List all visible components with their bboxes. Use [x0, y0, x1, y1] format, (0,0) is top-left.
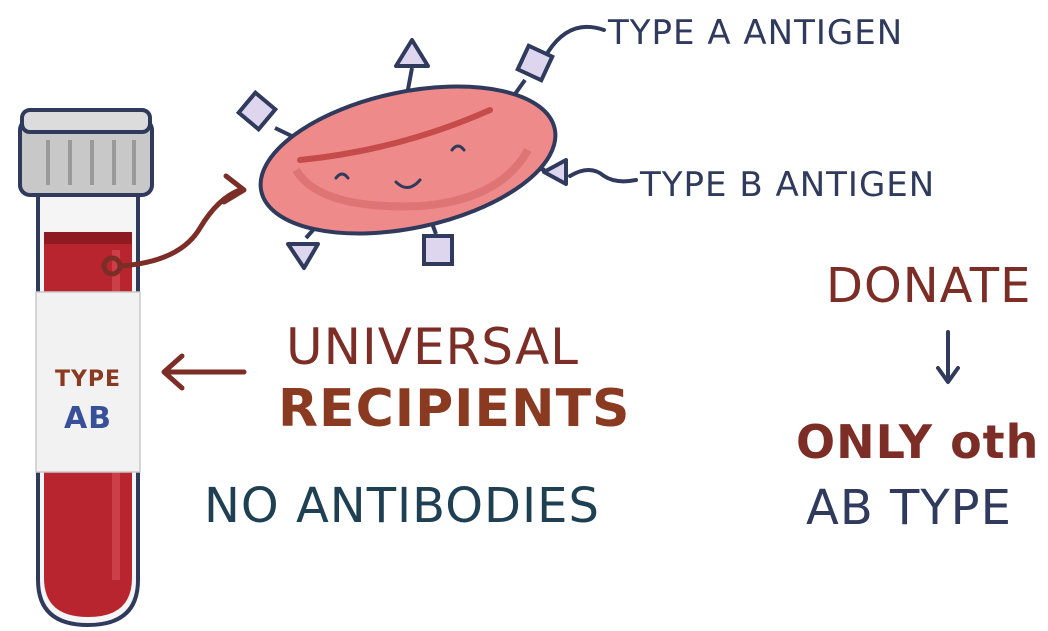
- no-antibodies-label: NO ANTIBODIES: [204, 478, 600, 534]
- ab-type-label: AB TYPE: [806, 480, 1012, 536]
- type-a-antigen-label: TYPE A ANTIGEN: [607, 13, 903, 53]
- recipients-label: RECIPIENTS: [278, 379, 631, 439]
- universal-recipient-arrow: [164, 356, 244, 388]
- type-b-antigen-label: TYPE B ANTIGEN: [639, 165, 935, 205]
- tube-label-ab: AB: [64, 401, 112, 436]
- tube-cap: [20, 110, 152, 195]
- antigen-b-top: [396, 40, 428, 66]
- donate-down-arrow: [938, 332, 958, 382]
- only-other-label: ONLY oth: [796, 415, 1039, 469]
- antigen-a-bottom: [424, 236, 452, 264]
- antigen-a-left: [239, 93, 276, 130]
- red-blood-cell: [239, 27, 636, 268]
- universal-label: UNIVERSAL: [286, 318, 579, 376]
- antigen-b-bottom: [288, 244, 318, 268]
- antigen-b-right: [544, 160, 566, 184]
- donate-title: DONATE: [826, 258, 1031, 314]
- tube-label-type: TYPE: [55, 367, 121, 392]
- blood-tube: TYPE AB: [20, 110, 152, 625]
